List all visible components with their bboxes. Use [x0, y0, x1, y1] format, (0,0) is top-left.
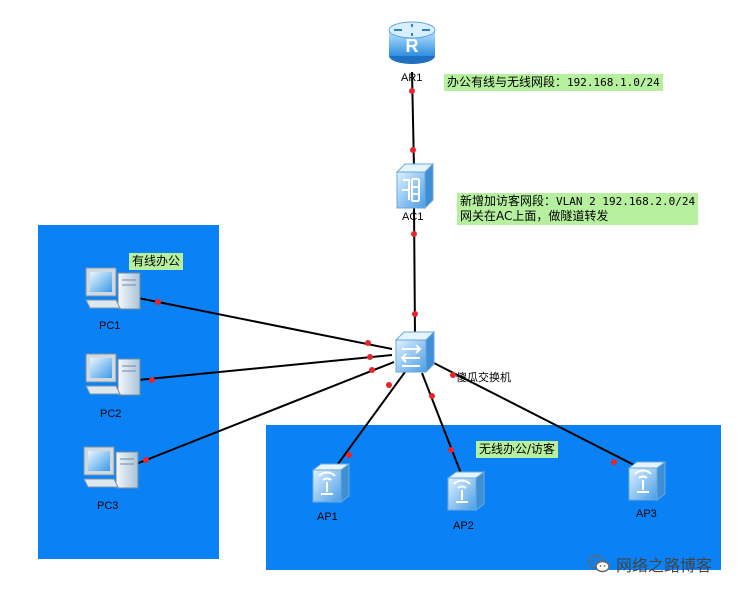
pc-icon: [85, 353, 141, 396]
link-pc1-switch: [132, 296, 393, 350]
guest-segment-note: 新增加访客网段：VLAN 2 192.168.2.0/24 网关在AC上面，做隧…: [457, 193, 699, 225]
port-dot: [411, 231, 417, 237]
pc-icon: [85, 267, 141, 310]
wireless-zone-label: 无线办公/访客: [476, 441, 559, 458]
switch-icon: [394, 330, 436, 374]
access-controller-icon: [395, 162, 435, 210]
link-ap1-switch: [334, 371, 406, 469]
link-pc3-switch: [125, 361, 395, 469]
port-dot: [149, 377, 155, 383]
pc3-label: PC3: [97, 500, 119, 512]
port-dot: [386, 382, 392, 388]
access-point-icon: [627, 461, 667, 501]
port-dot: [346, 452, 352, 458]
router-icon: R: [388, 21, 436, 64]
watermark-text: 网络之路博客: [616, 556, 713, 575]
guest-gateway-note: 网关在AC上面，做隧道转发: [460, 209, 609, 223]
ap3-label: AP3: [636, 508, 657, 520]
pc1-label: PC1: [99, 320, 121, 332]
wired-zone-label: 有线办公: [129, 253, 184, 270]
port-dot: [365, 340, 371, 346]
guest-segment-value: VLAN 2 192.168.2.0/24: [556, 195, 696, 208]
port-dot: [410, 147, 416, 153]
link-pc2-switch: [127, 354, 393, 382]
port-dot: [429, 393, 435, 399]
link-ap3-switch: [427, 359, 641, 469]
port-dot: [369, 367, 375, 373]
watermark: 网络之路博客: [588, 552, 712, 576]
port-dot: [450, 372, 456, 378]
office-segment-value: 192.168.1.0/24: [567, 76, 660, 89]
office-segment-note: 办公有线与无线网段：192.168.1.0/24: [444, 74, 663, 91]
port-dot: [412, 311, 418, 317]
link-ap2-switch: [421, 372, 463, 477]
access-point-icon: [446, 471, 486, 511]
wechat-icon: [588, 555, 610, 573]
port-dot: [448, 447, 454, 453]
link-ar1-ac1: [411, 71, 415, 169]
port-dot: [611, 459, 617, 465]
access-point-icon: [311, 463, 351, 503]
office-segment-label: 办公有线与无线网段：: [447, 75, 568, 89]
ac1-label: AC1: [402, 211, 424, 223]
svg-text:R: R: [406, 36, 419, 56]
ar1-label: AR1: [401, 72, 423, 84]
port-dot: [143, 457, 149, 463]
ap1-label: AP1: [317, 511, 338, 523]
port-dots: [143, 88, 617, 465]
port-dot: [367, 354, 373, 360]
pc2-label: PC2: [100, 408, 122, 420]
switch-label: 傻瓜交换机: [456, 371, 511, 384]
pc-icon: [83, 446, 139, 489]
port-dot: [409, 88, 415, 94]
guest-segment-label: 新增加访客网段：: [460, 194, 557, 208]
port-dot: [155, 299, 161, 305]
ap2-label: AP2: [453, 520, 474, 532]
